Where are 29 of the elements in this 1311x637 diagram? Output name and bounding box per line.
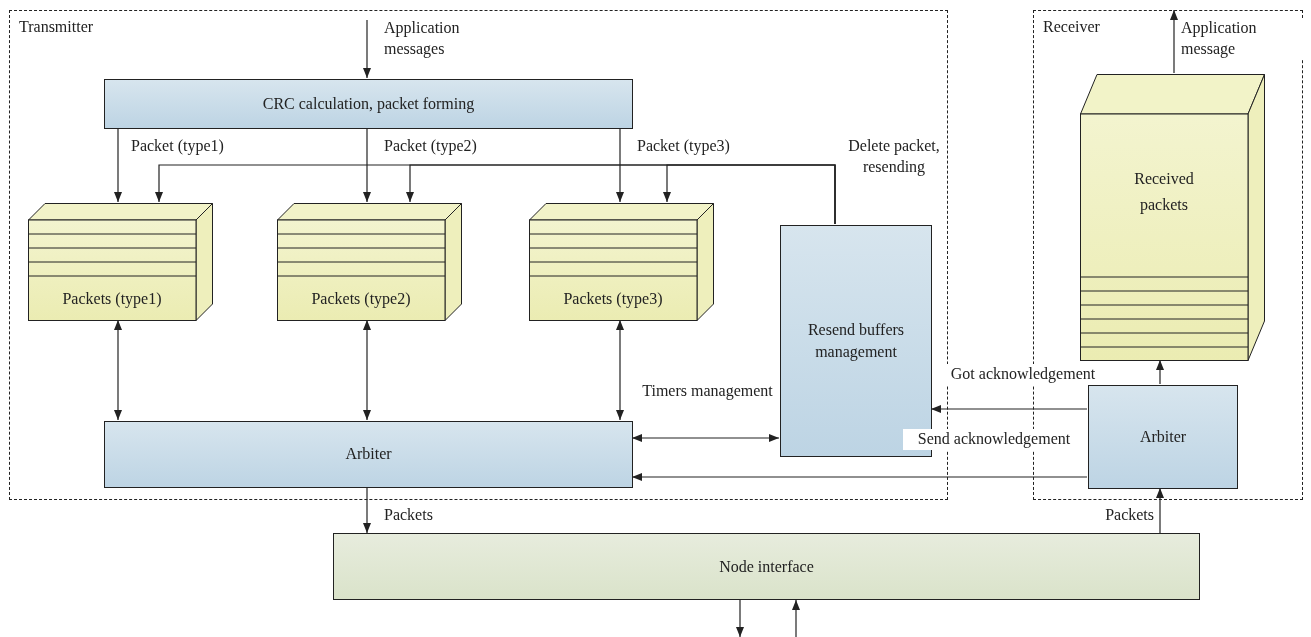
process-box: Arbiter <box>104 421 633 488</box>
arrow <box>736 599 744 637</box>
queue-label: Packets (type2) <box>310 289 412 310</box>
group-title: Transmitter <box>19 17 94 37</box>
interface-box: Node interface <box>333 533 1200 600</box>
arrow <box>616 319 624 421</box>
arrow <box>616 127 624 203</box>
process-box: Arbiter <box>1088 385 1238 489</box>
arrow <box>114 127 122 203</box>
arrow <box>792 599 800 637</box>
arrow <box>930 405 1088 413</box>
arrow <box>114 319 122 421</box>
arrow <box>363 127 371 203</box>
arrow <box>1170 9 1178 74</box>
arrow <box>631 473 1088 481</box>
dashed-frame <box>9 10 948 500</box>
edge-label: Application message <box>1181 18 1305 60</box>
arrow <box>363 19 371 79</box>
store-label: Received packets <box>1133 169 1195 216</box>
queue-label: Packets (type3) <box>562 289 664 310</box>
queue-label: Packets (type1) <box>61 289 163 310</box>
process-box: CRC calculation, packet forming <box>104 79 633 129</box>
arrow <box>631 434 780 442</box>
arrow <box>1156 487 1164 534</box>
group-title: Receiver <box>1043 17 1100 37</box>
arrow <box>663 164 836 225</box>
arrow <box>363 319 371 421</box>
arrow <box>363 486 371 534</box>
arrow <box>1156 359 1164 385</box>
